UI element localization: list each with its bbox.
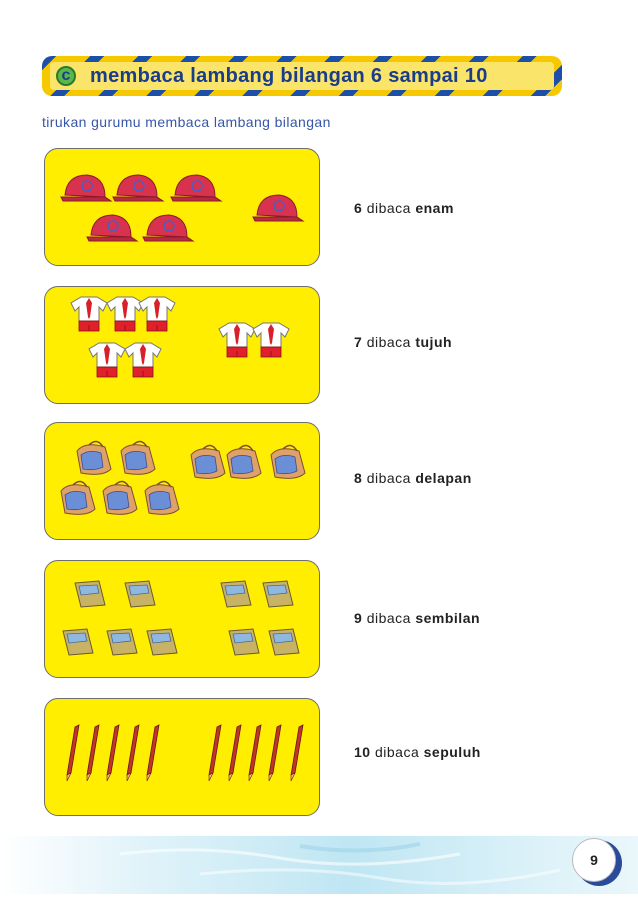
- section-badge: c: [56, 66, 76, 86]
- book-icon: [62, 628, 94, 656]
- cap-icon: [112, 174, 164, 202]
- book-icon: [124, 580, 156, 608]
- book-icon: [228, 628, 260, 656]
- row-7-label: 7 dibaca tujuh: [354, 334, 452, 350]
- backpack-icon: [226, 444, 262, 480]
- word-dibaca: dibaca: [366, 334, 411, 350]
- backpack-icon: [76, 440, 112, 476]
- school-uniform-icon: [70, 296, 108, 332]
- book-icon: [220, 580, 252, 608]
- backpack-icon: [190, 444, 226, 480]
- uniforms-illustration: [70, 296, 290, 378]
- backpack-icon: [102, 480, 138, 516]
- cap-icon: [252, 194, 304, 222]
- pencil-icon: [268, 724, 282, 782]
- word-dibaca: dibaca: [366, 610, 411, 626]
- school-uniform-icon: [138, 296, 176, 332]
- row-10-label: 10 dibaca sepuluh: [354, 744, 481, 760]
- number-8: 8: [354, 470, 363, 486]
- row-uniforms-panel: [44, 286, 320, 404]
- school-uniform-icon: [218, 322, 256, 358]
- pencil-icon: [228, 724, 242, 782]
- book-icon: [106, 628, 138, 656]
- backpack-icon: [120, 440, 156, 476]
- backpack-icon: [60, 480, 96, 516]
- row-books-panel: [44, 560, 320, 678]
- cap-icon: [142, 214, 194, 242]
- word-dibaca: dibaca: [374, 744, 420, 760]
- school-uniform-icon: [124, 342, 162, 378]
- section-banner: c membaca lambang bilangan 6 sampai 10: [42, 56, 562, 96]
- pencil-icon: [248, 724, 262, 782]
- backpack-icon: [270, 444, 306, 480]
- footer-waves: [119, 842, 561, 885]
- section-banner-inner: c membaca lambang bilangan 6 sampai 10: [50, 62, 554, 90]
- instruction-text: tirukan gurumu membaca lambang bilangan: [42, 114, 331, 130]
- reading-sepuluh: sepuluh: [423, 744, 481, 760]
- number-6: 6: [354, 200, 363, 216]
- pencil-icon: [66, 724, 80, 782]
- reading-enam: enam: [415, 200, 454, 216]
- row-9-label: 9 dibaca sembilan: [354, 610, 480, 626]
- number-7: 7: [354, 334, 363, 350]
- school-uniform-icon: [252, 322, 290, 358]
- row-6-label: 6 dibaca enam: [354, 200, 454, 216]
- cap-icon: [170, 174, 222, 202]
- book-icon: [146, 628, 178, 656]
- pencil-icon: [126, 724, 140, 782]
- school-uniform-icon: [106, 296, 144, 332]
- page-number: 9: [572, 838, 616, 882]
- books-illustration: [62, 580, 300, 656]
- cap-icon: [86, 214, 138, 242]
- word-dibaca: dibaca: [366, 470, 411, 486]
- backpacks-illustration: [60, 440, 306, 516]
- number-10: 10: [354, 744, 371, 760]
- pencil-icon: [106, 724, 120, 782]
- reading-delapan: delapan: [415, 470, 472, 486]
- pencil-icon: [146, 724, 160, 782]
- book-icon: [74, 580, 106, 608]
- row-backpacks-panel: [44, 422, 320, 540]
- cap-icon: [60, 174, 112, 202]
- row-caps-panel: [44, 148, 320, 266]
- book-icon: [268, 628, 300, 656]
- caps-illustration: [60, 174, 304, 242]
- backpack-icon: [144, 480, 180, 516]
- word-dibaca: dibaca: [366, 200, 411, 216]
- number-9: 9: [354, 610, 363, 626]
- pencil-icon: [208, 724, 222, 782]
- row-pencils-panel: [44, 698, 320, 816]
- pencil-icon: [290, 724, 304, 782]
- book-icon: [262, 580, 294, 608]
- row-8-label: 8 dibaca delapan: [354, 470, 472, 486]
- pencil-icon: [86, 724, 100, 782]
- school-uniform-icon: [88, 342, 126, 378]
- footer-water-strip: [0, 836, 638, 894]
- pencils-illustration: [66, 724, 304, 782]
- reading-tujuh: tujuh: [415, 334, 453, 350]
- section-title: membaca lambang bilangan 6 sampai 10: [90, 64, 488, 87]
- reading-sembilan: sembilan: [415, 610, 481, 626]
